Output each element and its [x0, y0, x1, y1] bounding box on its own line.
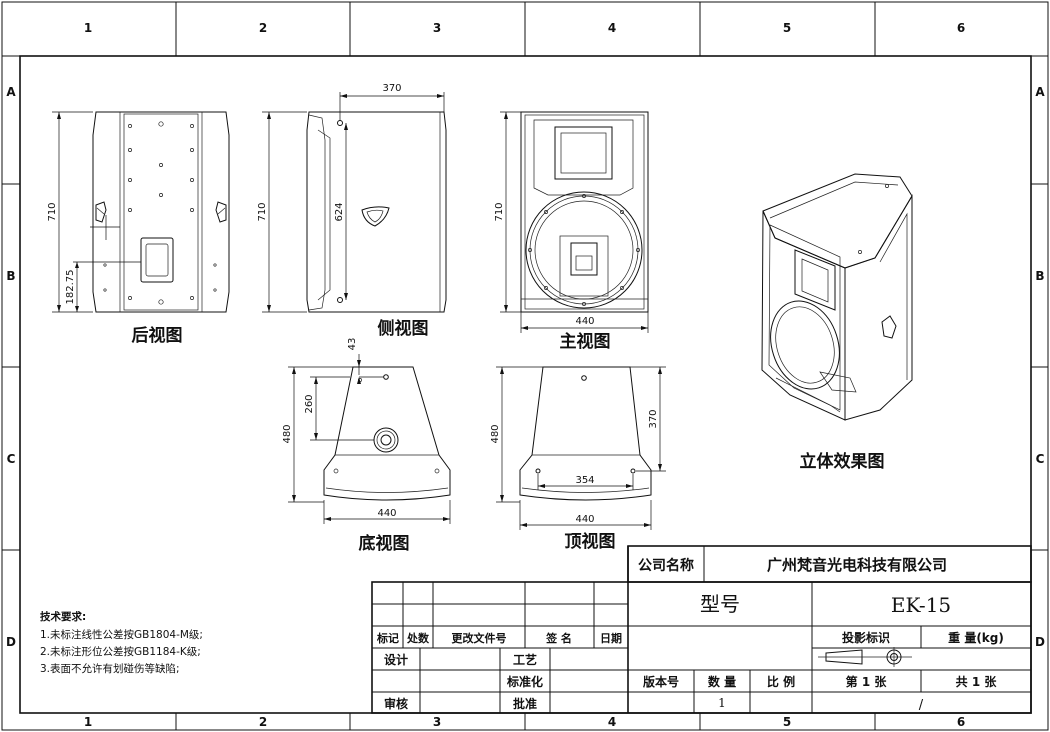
bottom-view-label: 底视图 [359, 533, 410, 554]
row-label-c-right: C [1036, 452, 1045, 466]
col-label-6: 6 [957, 21, 965, 35]
note-item-1: 1.未标注线性公差按GB1804-M级; [40, 628, 203, 641]
rev-header-count: 处数 [406, 631, 430, 645]
col-label-2: 2 [259, 21, 267, 35]
side-view-dimensions: 370 710 624 [257, 83, 445, 313]
scale-label: 比 例 [767, 674, 795, 689]
front-view [520, 111, 649, 313]
front-height-dim: 710 [494, 202, 505, 221]
col-label-1-bottom: 1 [84, 715, 92, 729]
zone-labels: 1 2 3 4 5 6 1 2 3 4 5 6 A B C D A B C D [6, 21, 1045, 729]
version-label: 版本号 [643, 674, 679, 689]
model-value: EK-15 [891, 593, 951, 617]
quantity-label: 数 量 [708, 674, 736, 689]
top-hole-depth-dim: 370 [648, 409, 659, 428]
sheet-total: 共 1 张 [956, 674, 998, 689]
row-label-d: D [6, 635, 16, 649]
row-label-b-right: B [1035, 269, 1044, 283]
model-label: 型号 [700, 592, 740, 616]
technical-notes: 技术要求: 1.未标注线性公差按GB1804-M级; 2.未标注形位公差按GB1… [40, 610, 203, 675]
col-label-2-bottom: 2 [259, 715, 267, 729]
isometric-view [761, 173, 913, 421]
bottom-view [323, 366, 451, 501]
side-view-label: 侧视图 [378, 318, 429, 339]
title-block-text: 公司名称 广州梵音光电科技有限公司 型号 EK-15 标记 处数 更改文件号 签… [376, 556, 1004, 713]
approve-label: 批准 [513, 696, 537, 711]
row-label-d-right: D [1035, 635, 1045, 649]
rev-header-date: 日期 [600, 631, 622, 645]
top-width-dim: 440 [575, 514, 594, 525]
bottom-hole-offset-dim: 43 [347, 338, 358, 351]
rev-header-doc: 更改文件号 [452, 631, 507, 645]
title-block [371, 545, 1032, 714]
front-view-label: 主视图 [560, 331, 611, 352]
rear-view [90, 111, 230, 313]
top-depth-dim: 480 [490, 424, 501, 443]
standard-label: 标准化 [506, 674, 543, 689]
company-name: 广州梵音光电科技有限公司 [767, 556, 947, 574]
bottom-width-dim: 440 [377, 508, 396, 519]
row-label-a: A [6, 85, 16, 99]
process-label: 工艺 [513, 652, 537, 667]
col-label-1: 1 [84, 21, 92, 35]
notes-heading: 技术要求: [40, 610, 86, 623]
slash-mark: / [919, 698, 924, 713]
front-view-dimensions: 710 440 [494, 111, 649, 333]
col-label-5-bottom: 5 [783, 715, 791, 729]
top-view [519, 366, 652, 501]
quantity-value: 1 [718, 696, 726, 710]
rear-view-label: 后视图 [132, 325, 183, 346]
bottom-depth-dim: 480 [282, 424, 293, 443]
side-height-dim: 710 [257, 202, 268, 221]
col-label-5: 5 [783, 21, 791, 35]
rev-header-sign: 签 名 [545, 631, 572, 645]
sheet-number: 第 1 张 [846, 674, 888, 689]
design-label: 设计 [384, 652, 408, 667]
note-item-3: 3.表面不允许有划碰伤等缺陷; [40, 662, 180, 675]
row-label-b: B [6, 269, 15, 283]
top-view-label: 顶视图 [565, 531, 616, 552]
projection-label: 投影标识 [842, 630, 890, 645]
review-label: 审核 [384, 696, 408, 711]
col-label-4-bottom: 4 [608, 715, 616, 729]
rear-offset-dim: 182.75 [65, 270, 76, 305]
row-label-a-right: A [1035, 85, 1045, 99]
col-label-4: 4 [608, 21, 616, 35]
rev-header-mark: 标记 [376, 631, 399, 645]
row-label-c: C [7, 452, 16, 466]
rear-height-dim: 710 [47, 202, 58, 221]
side-view [306, 111, 447, 313]
bottom-woofer-dim: 260 [304, 394, 315, 413]
col-label-3-bottom: 3 [433, 715, 441, 729]
rear-view-dimensions: 710 182.75 [47, 111, 141, 313]
side-depth-dim: 370 [382, 83, 401, 94]
weight-label: 重 量(kg) [948, 630, 1004, 645]
col-label-6-bottom: 6 [957, 715, 965, 729]
isometric-view-label: 立体效果图 [800, 451, 885, 472]
col-label-3: 3 [433, 21, 441, 35]
top-view-dimensions: 480 370 354 440 [490, 366, 666, 530]
side-hole-dim: 624 [334, 202, 345, 221]
top-hole-spacing-dim: 354 [575, 475, 594, 486]
note-item-2: 2.未标注形位公差按GB1184-K级; [40, 645, 201, 658]
bottom-view-dimensions: 43 260 480 440 [282, 338, 451, 524]
company-label: 公司名称 [638, 557, 694, 574]
front-width-dim: 440 [575, 316, 594, 327]
